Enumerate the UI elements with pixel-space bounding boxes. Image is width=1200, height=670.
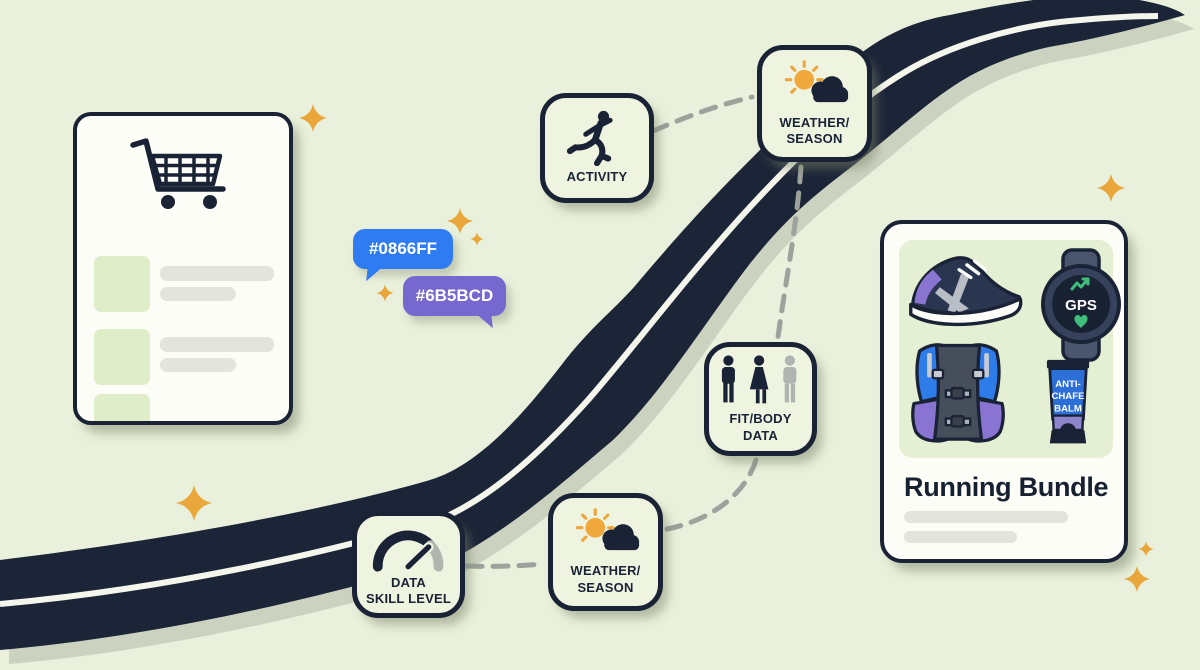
sparkle-icons: [176, 104, 1154, 592]
road-surface: [0, 0, 1185, 650]
hydration-vest-icon: [911, 343, 1005, 443]
product-collage: GPS: [899, 240, 1121, 458]
runner-icon: [567, 111, 613, 167]
text-placeholder: [160, 266, 274, 281]
sparkle-icon: [447, 208, 473, 234]
color-bubble-blue: #0866FF: [353, 229, 453, 269]
sparkle-icon: [1138, 541, 1154, 557]
thumbnail-placeholder: [94, 394, 150, 421]
balm-label-line: ANTI-: [1055, 379, 1081, 390]
connector-activity-weather: [650, 94, 755, 134]
bubble-hex-text: #6B5BCD: [415, 286, 494, 305]
sparkle-icon: [376, 284, 394, 302]
sparkle-icon: [1097, 174, 1125, 202]
connector-fitbody-weather: [664, 457, 759, 532]
sparkle-icon: [470, 232, 484, 246]
sparkle-icon: [1124, 566, 1150, 592]
text-placeholder: [904, 511, 1068, 523]
thumbnail-placeholder: [94, 256, 150, 312]
running-bundle-card: GPS: [880, 220, 1128, 563]
node-label: ACTIVITY: [566, 169, 628, 185]
sparkle-icon: [299, 104, 327, 132]
bundle-title: Running Bundle: [904, 472, 1109, 502]
gps-label: GPS: [1065, 297, 1097, 314]
connector-weather-fitbody: [775, 164, 804, 340]
people-icon: [721, 355, 796, 404]
shopping-cart-icon: [130, 138, 226, 209]
sparkle-icon: [176, 485, 212, 521]
balm-label-line: CHAFE: [1052, 391, 1086, 402]
text-placeholder: [904, 531, 1017, 543]
bubble-hex-text: #0866FF: [368, 239, 438, 258]
node-label: WEATHER/SEASON: [779, 114, 850, 146]
running-shoe-icon: [909, 256, 1023, 327]
gps-watch-icon: GPS: [1041, 248, 1121, 362]
node-label: WEATHER/SEASON: [570, 563, 641, 595]
node-weather-season-bottom: WEATHER/SEASON: [548, 493, 663, 611]
road-center-line: [0, 13, 1159, 607]
color-bubble-purple: #6B5BCD: [403, 276, 506, 316]
balm-label-line: BALM: [1054, 404, 1082, 415]
sun-cloud-icon: [784, 59, 848, 102]
text-placeholder: [160, 337, 274, 352]
node-activity: ACTIVITY: [540, 93, 654, 203]
text-placeholder: [160, 287, 236, 301]
anti-chafe-balm-icon: ANTI- CHAFE BALM: [1046, 359, 1090, 444]
text-placeholder: [160, 358, 236, 372]
gauge-icon: [372, 530, 443, 572]
node-weather-season-top: WEATHER/SEASON: [757, 45, 872, 162]
thumbnail-placeholder: [94, 329, 150, 385]
sun-cloud-icon: [575, 508, 639, 551]
connector-weather-dataskill: [464, 561, 547, 569]
cart-summary-card: [73, 112, 293, 425]
